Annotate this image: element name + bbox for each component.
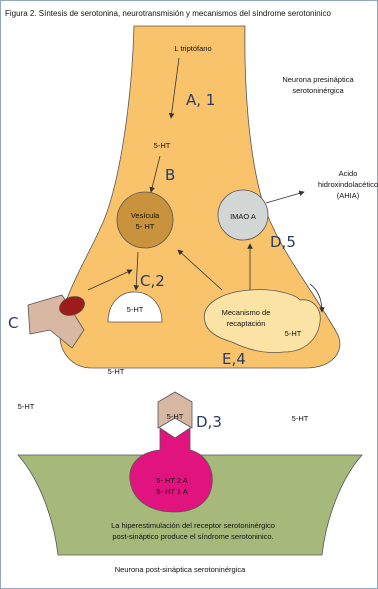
receptor-label-2: 5- HT 1 A	[156, 487, 188, 496]
presynaptic-title: Neurona presináptica	[282, 75, 354, 84]
step-d3-label: D,3	[196, 413, 222, 431]
vesicle-sublabel: 5- HT	[136, 222, 155, 231]
reuptake-5ht-label: 5-HT	[285, 329, 302, 338]
metabolite-label-1: Acido	[339, 169, 358, 178]
reuptake-sublabel: recaptación	[227, 319, 266, 328]
cleft-5ht-1: 5-HT	[108, 367, 125, 376]
metabolite-label-3: (AHIA)	[337, 191, 360, 200]
bound-5ht-label: 5-HT	[167, 412, 184, 421]
metabolism-arrow	[266, 192, 304, 203]
cleft-5ht-3: 5-HT	[292, 414, 309, 423]
step-c2-label: C,2	[140, 272, 165, 290]
postsynaptic-note-2: post-sináptico produce el síndrome serot…	[112, 532, 273, 541]
postsynaptic-title: Neurona post-sináptica serotoninérgica	[115, 565, 246, 574]
vesicle	[117, 192, 173, 248]
mao-label: IMAO A	[230, 212, 256, 221]
vesicle-label: Vesícula	[131, 211, 160, 220]
bound-5ht-ligand	[158, 392, 192, 428]
presynaptic-subtitle: serotoninérgica	[292, 86, 344, 95]
metabolite-label-2: hidroxindolacético	[318, 180, 378, 189]
step-d5-label: D,5	[270, 233, 296, 251]
released-5ht-label: 5-HT	[127, 305, 144, 314]
step-b-label: B	[165, 166, 175, 184]
postsynaptic-note-1: La hiperestimulación del receptor seroto…	[111, 521, 275, 530]
step-c-label: C	[8, 314, 18, 332]
product-label: 5-HT	[154, 141, 171, 150]
step-e4-label: E,4	[222, 350, 246, 368]
receptor-label-1: 5- HT 2 A	[156, 476, 188, 485]
cleft-5ht-2: 5-HT	[18, 402, 35, 411]
step-a-label: A, 1	[186, 91, 215, 109]
postsynaptic-receptor	[130, 428, 213, 512]
reuptake-label: Mecanismo de	[222, 308, 271, 317]
precursor-label: L triptófano	[174, 44, 211, 53]
